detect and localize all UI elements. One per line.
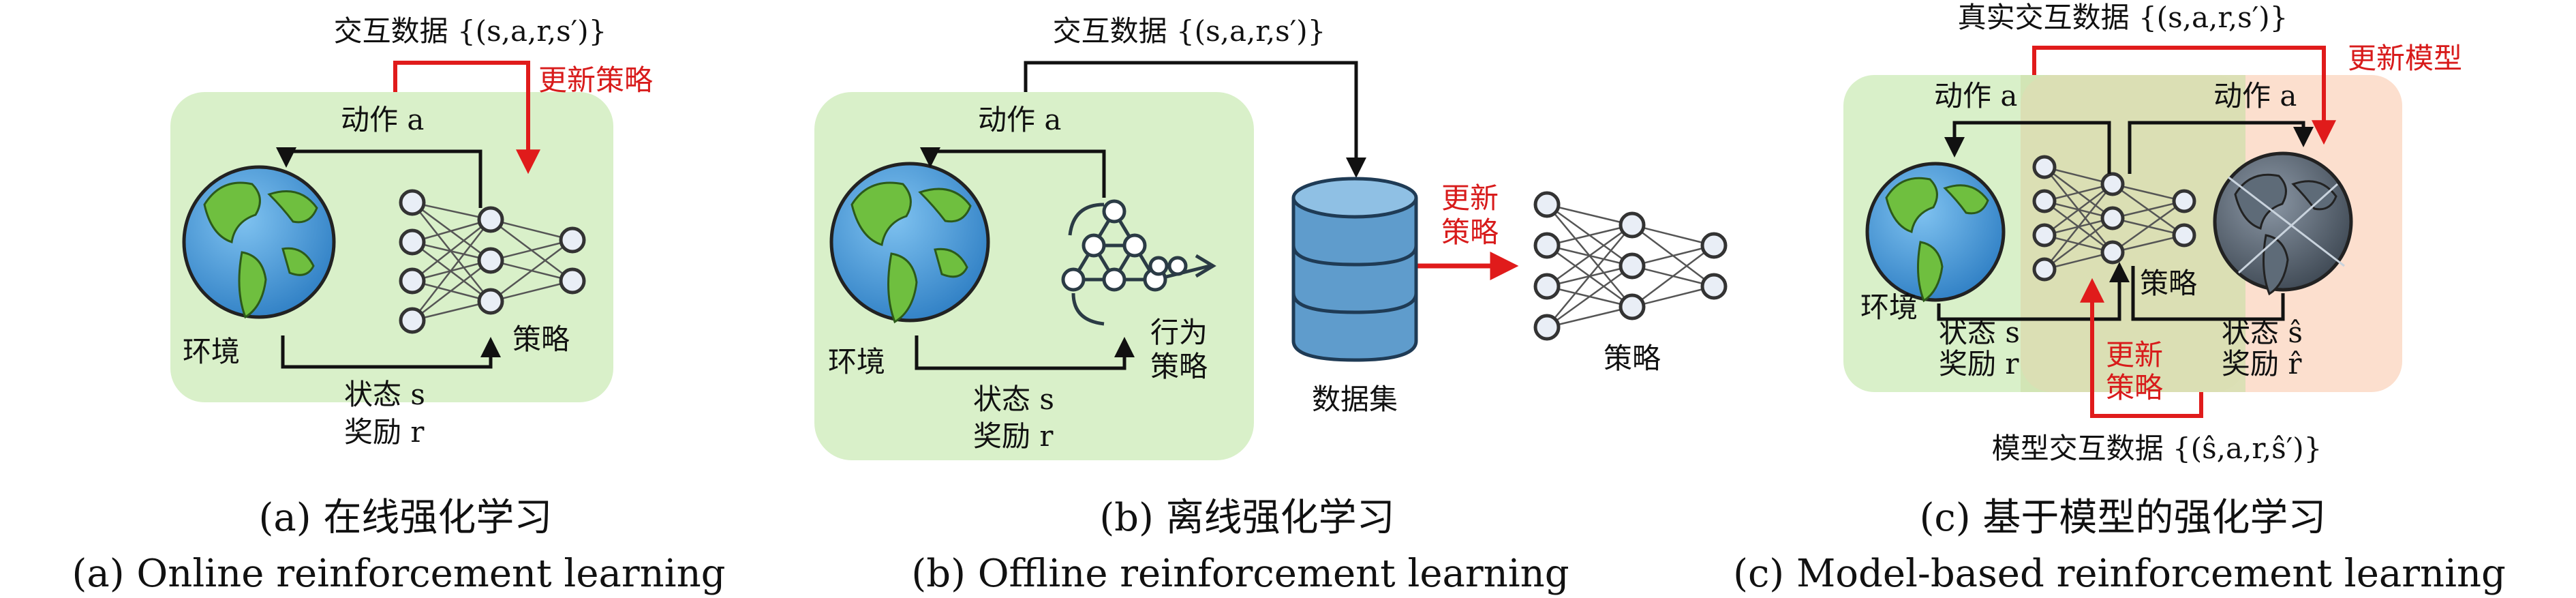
caption-en: (a) Online reinforcement learning <box>72 552 726 596</box>
policy-label: 策略 <box>512 323 570 356</box>
overlap-region <box>2021 75 2245 392</box>
action-label-left: 动作 a <box>1934 79 2017 113</box>
environment-label: 环境 <box>183 335 240 368</box>
caption-en: (b) Offline reinforcement learning <box>911 552 1569 596</box>
caption-cn: (c) 基于模型的强化学习 <box>1920 496 2327 540</box>
panel-b-offline-rl: 交互数据 {(s,a,r,s′)} 动作 a 环境 行为 策略 状态 s 奖励 … <box>814 14 1728 596</box>
real-data-update-model-line <box>2032 46 2336 145</box>
state-reward-arrow <box>915 335 1135 370</box>
update-policy-label-2: 策略 <box>2106 371 2163 404</box>
dataset-label: 数据集 <box>1312 383 1398 416</box>
action-arrow <box>920 147 1106 198</box>
caption-en: (c) Model-based reinforcement learning <box>1733 552 2506 596</box>
action-label: 动作 a <box>978 103 1061 136</box>
update-policy-label-1: 更新 <box>2106 338 2163 372</box>
interaction-data-label: 交互数据 {(s,a,r,s′)} <box>1053 14 1326 48</box>
state-label: 状态 s <box>973 383 1054 416</box>
state-label-left: 状态 s <box>1939 316 2020 349</box>
reward-label: 奖励 r <box>973 419 1054 453</box>
action-arrow-left <box>1944 121 2111 174</box>
environment-label: 环境 <box>828 345 885 378</box>
panel-a-online-rl: 交互数据 {(s,a,r,s′)} 更新策略 动作 a 环境 策略 状态 s 奖… <box>72 14 726 596</box>
interaction-data-label: 交互数据 {(s,a,r,s′)} <box>334 14 607 48</box>
caption-cn: (b) 离线强化学习 <box>1099 496 1394 540</box>
policy-network-icon <box>399 189 586 334</box>
reward-label: 奖励 r <box>344 415 425 449</box>
update-policy-label-2: 策略 <box>1441 215 1499 249</box>
update-model-label: 更新模型 <box>2348 42 2462 75</box>
real-interaction-data-label: 真实交互数据 {(s,a,r,s′)} <box>1958 1 2288 34</box>
state-label-right: 状态 ŝ <box>2222 316 2303 349</box>
behavior-policy-icon <box>1061 199 1216 326</box>
model-interaction-data-label: 模型交互数据 {(ŝ,a,r,ŝ′)} <box>1992 432 2322 465</box>
behavior-policy-label-1: 行为 <box>1150 316 1208 349</box>
dataset-database-icon <box>1291 177 1418 362</box>
world-model-earth-icon <box>2213 151 2353 296</box>
state-reward-arrow-right <box>2131 266 2285 321</box>
state-reward-arrow <box>281 335 501 369</box>
policy-label: 策略 <box>1604 342 1661 375</box>
reward-label-left: 奖励 r <box>1939 347 2019 380</box>
policy-network-icon <box>2032 155 2196 282</box>
action-label: 动作 a <box>341 103 424 136</box>
reward-label-right: 奖励 r̂ <box>2222 347 2302 380</box>
update-policy-label-1: 更新 <box>1441 181 1499 215</box>
action-arrow-right <box>2128 121 2314 174</box>
interaction-data-line <box>1024 61 1366 178</box>
action-label-right: 动作 a <box>2213 79 2297 113</box>
environment-label: 环境 <box>1860 290 1918 324</box>
behavior-policy-label-2: 策略 <box>1150 350 1208 383</box>
state-label: 状态 s <box>344 378 425 411</box>
earth-icon <box>829 162 990 324</box>
panel-c-model-based-rl: 真实交互数据 {(s,a,r,s′)} 更新模型 动作 a 动作 a 环境 策略… <box>1733 1 2506 596</box>
earth-icon <box>182 165 336 319</box>
interaction-data-line <box>393 61 540 175</box>
policy-label: 策略 <box>2140 267 2197 300</box>
action-arrow <box>276 147 482 208</box>
policy-network-icon <box>1533 191 1728 341</box>
caption-cn: (a) 在线强化学习 <box>259 496 553 540</box>
state-reward-arrow-left <box>1937 262 2130 321</box>
update-policy-label: 更新策略 <box>538 63 653 97</box>
earth-icon <box>1865 162 2006 303</box>
model-data-update-policy-line <box>2080 278 2203 418</box>
